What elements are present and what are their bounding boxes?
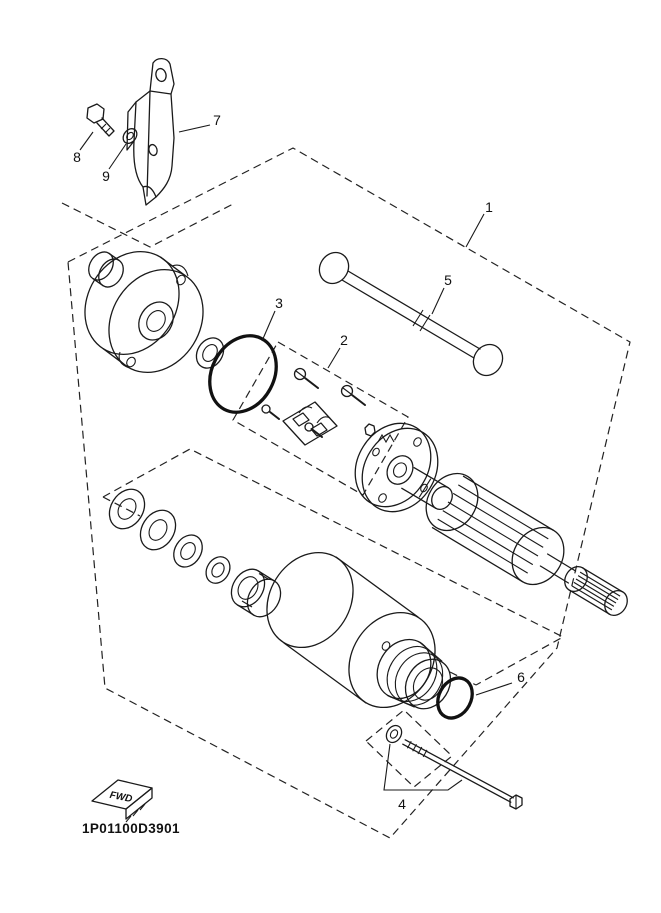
callout-3: 3 xyxy=(275,295,283,311)
fwd-flag-front xyxy=(125,787,153,820)
leader-2 xyxy=(327,347,341,369)
leader-6 xyxy=(475,682,513,696)
callout-leaders xyxy=(79,124,513,791)
fwd-label: FWD xyxy=(109,790,133,805)
thread-ridge xyxy=(394,652,444,706)
thread-ridge xyxy=(386,646,438,702)
o-ring-6 xyxy=(436,676,474,720)
callout-8: 8 xyxy=(73,149,81,165)
callout-1: 1 xyxy=(485,199,493,215)
bracket-ear-hole xyxy=(155,67,167,83)
brush-holder-set-2 xyxy=(261,367,395,446)
flange-hole xyxy=(413,437,422,447)
flange-hole xyxy=(420,483,428,493)
diagram-code: 1P01100D3901 xyxy=(82,821,180,836)
rear-end-frame xyxy=(354,422,439,513)
front-cover xyxy=(84,250,204,374)
brush-spring xyxy=(377,433,395,444)
main-assembly-outline xyxy=(67,147,631,839)
mount-bracket-7 xyxy=(126,57,175,206)
leader-5 xyxy=(431,287,445,315)
brush xyxy=(310,422,328,437)
washer-stack xyxy=(108,488,231,584)
sub-assembly-outline xyxy=(102,448,565,686)
callout-numbers: 1 2 3 4 5 6 7 8 9 xyxy=(73,112,525,812)
bolt-8 xyxy=(86,103,115,137)
through-bolt-5 xyxy=(318,251,504,377)
spline-tip xyxy=(604,590,628,616)
flange-hole xyxy=(372,447,380,457)
flange-hole xyxy=(378,493,387,503)
cover-boss xyxy=(88,251,114,281)
brush-group-outline xyxy=(232,341,409,496)
yoke-hole xyxy=(381,641,391,651)
bracket-group-outline xyxy=(61,202,234,248)
brush xyxy=(292,412,310,427)
callout-7: 7 xyxy=(213,112,221,128)
callout-6: 6 xyxy=(517,669,525,685)
needle-bearing xyxy=(230,568,282,618)
washer-9 xyxy=(122,128,138,144)
callout-4: 4 xyxy=(398,796,406,812)
leader-1 xyxy=(465,213,485,248)
callout-9: 9 xyxy=(102,168,110,184)
leader-7 xyxy=(178,124,211,133)
callout-2: 2 xyxy=(340,332,348,348)
cover-ear-hole xyxy=(126,356,136,368)
callout-5: 5 xyxy=(444,272,452,288)
leader-3 xyxy=(261,310,276,342)
mount-bolt-4 xyxy=(385,724,523,810)
yoke-housing xyxy=(266,551,452,710)
o-ring-3 xyxy=(208,334,278,414)
cover-ear-hole xyxy=(176,274,186,286)
leader-8 xyxy=(79,131,94,151)
brush-plate xyxy=(282,401,338,446)
leader-9 xyxy=(108,143,127,170)
bolt-group-outline xyxy=(365,709,453,788)
bracket-lower-hole xyxy=(148,143,158,157)
leader-4 xyxy=(383,743,463,791)
armature xyxy=(401,467,628,616)
fwd-indicator: FWD xyxy=(91,779,153,823)
